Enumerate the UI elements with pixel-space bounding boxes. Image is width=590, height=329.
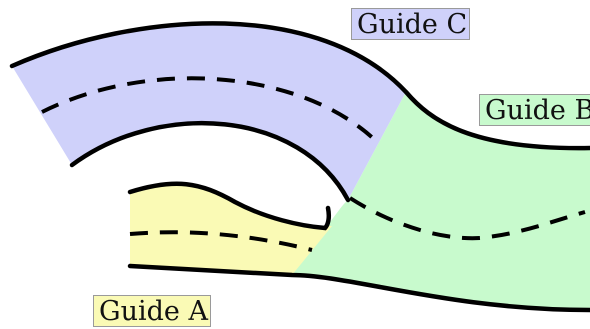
guide-c-region (12, 23, 406, 200)
guide-b-centerline (348, 196, 586, 241)
guide-a-label: Guide A (93, 295, 211, 327)
guide-a-lower-edge (127, 263, 590, 313)
guide-c-inner-edge (69, 120, 351, 203)
guide-b-region (292, 92, 590, 310)
guide-a-centerline (129, 230, 313, 252)
guide-a-upper-edge (127, 181, 332, 231)
guide-b-label: Guide B (479, 94, 590, 126)
guide-c-centerline (41, 76, 377, 142)
guide-a-region (130, 183, 332, 275)
guide-c-outer-edge (9, 21, 590, 151)
guide-c-label: Guide C (351, 8, 470, 40)
